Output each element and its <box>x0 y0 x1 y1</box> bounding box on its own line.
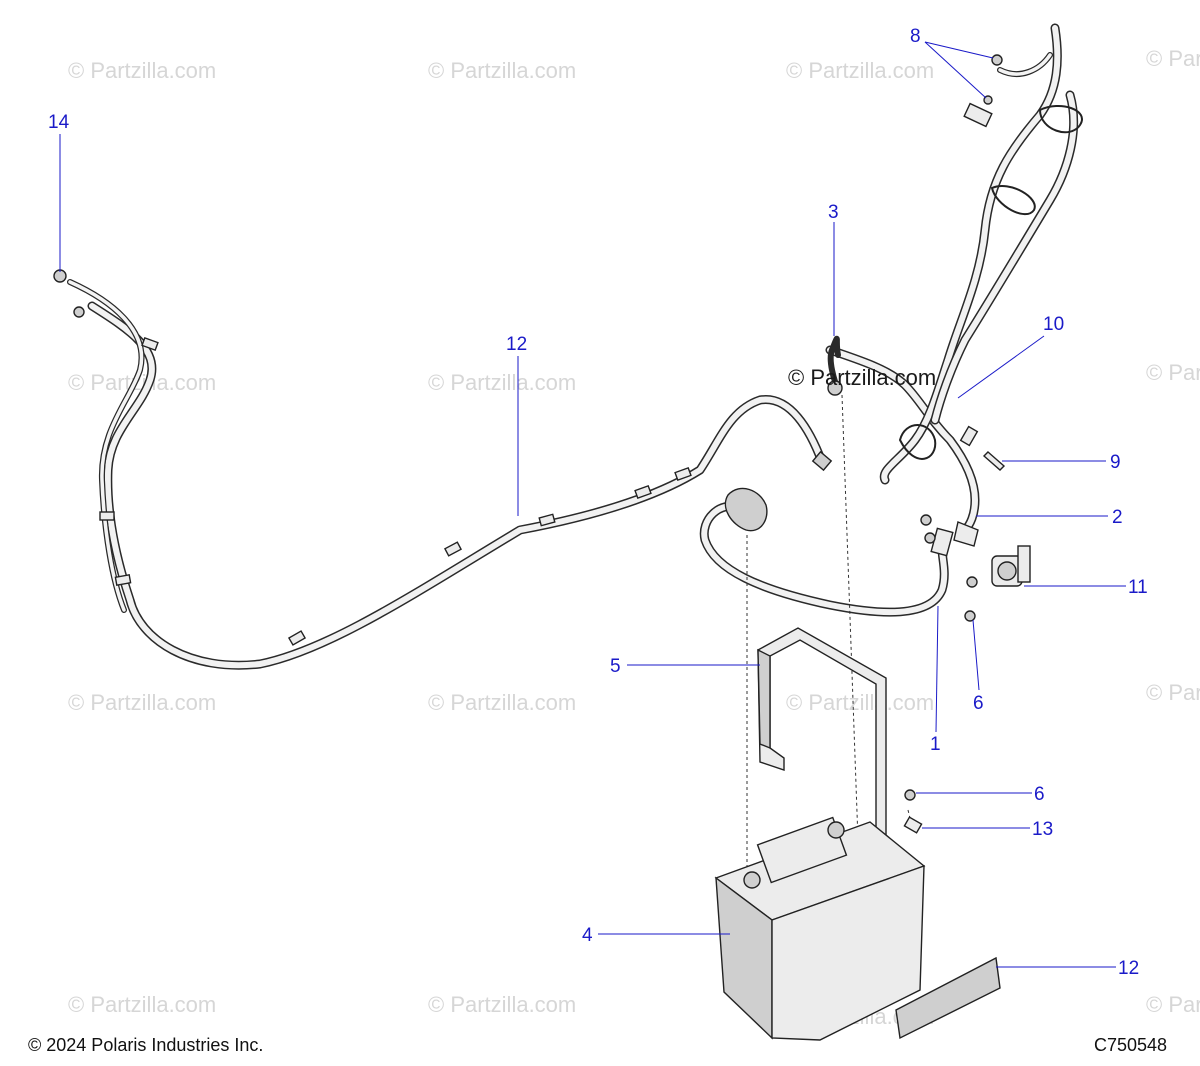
watermark-text: © Partzilla.com <box>428 690 576 715</box>
watermark-text: © Partzilla.com <box>1146 46 1200 71</box>
callout-2: 2 <box>1112 507 1123 528</box>
watermark-text: © Partzilla.com <box>428 370 576 395</box>
fasteners <box>903 789 923 834</box>
callout-labels: 14 12 3 8 10 9 2 11 6 1 5 6 13 4 12 <box>48 26 1148 979</box>
watermark-text: © Partzilla.com <box>68 690 216 715</box>
callout-9: 10 <box>1043 314 1064 335</box>
callout-10: 11 <box>1128 577 1148 598</box>
watermark-text: © Partzilla.com <box>68 58 216 83</box>
callout-3: 3 <box>828 202 839 223</box>
watermark-center-text: © Partzilla.com <box>788 365 936 390</box>
callout-7: 8 <box>910 26 921 47</box>
callout-4: 4 <box>582 925 593 946</box>
callout-6-lower: 6 <box>1034 784 1045 805</box>
watermark-text: © Partzilla.com <box>786 58 934 83</box>
callout-8: 9 <box>1110 452 1121 473</box>
pad-11 <box>895 956 1001 1040</box>
watermark-layer: © Partzilla.com © Partzilla.com © Partzi… <box>68 46 1200 1029</box>
watermark-text: © Partzilla.com <box>1146 360 1200 385</box>
watermark-text: © Partzilla.com <box>1146 680 1200 705</box>
diagram-code: C750548 <box>1094 1035 1167 1055</box>
solenoid-10 <box>920 451 1031 622</box>
watermark-text: © Partzilla.com <box>68 992 216 1017</box>
watermark-text: © Partzilla.com <box>1146 992 1200 1017</box>
callout-14: 14 <box>48 112 70 133</box>
battery-bracket-5 <box>757 627 911 880</box>
cable-harness-12 <box>53 269 833 670</box>
upper-harness <box>879 23 1083 485</box>
callout-1: 1 <box>930 734 941 755</box>
watermark-text: © Partzilla.com <box>786 690 934 715</box>
watermark-text: © Partzilla.com <box>428 58 576 83</box>
callout-6: 6 <box>973 693 984 714</box>
copyright-text: © 2024 Polaris Industries Inc. <box>28 1035 263 1055</box>
cable-1 <box>699 487 954 617</box>
watermark-text: © Partzilla.com <box>428 992 576 1017</box>
callout-5: 5 <box>610 656 621 677</box>
callout-12: 12 <box>506 334 527 355</box>
battery-4 <box>714 816 926 1041</box>
cable-2-3 <box>825 335 980 547</box>
callout-11: 12 <box>1118 958 1139 979</box>
leader-lines <box>59 41 1126 968</box>
callout-13: 13 <box>1032 819 1053 840</box>
